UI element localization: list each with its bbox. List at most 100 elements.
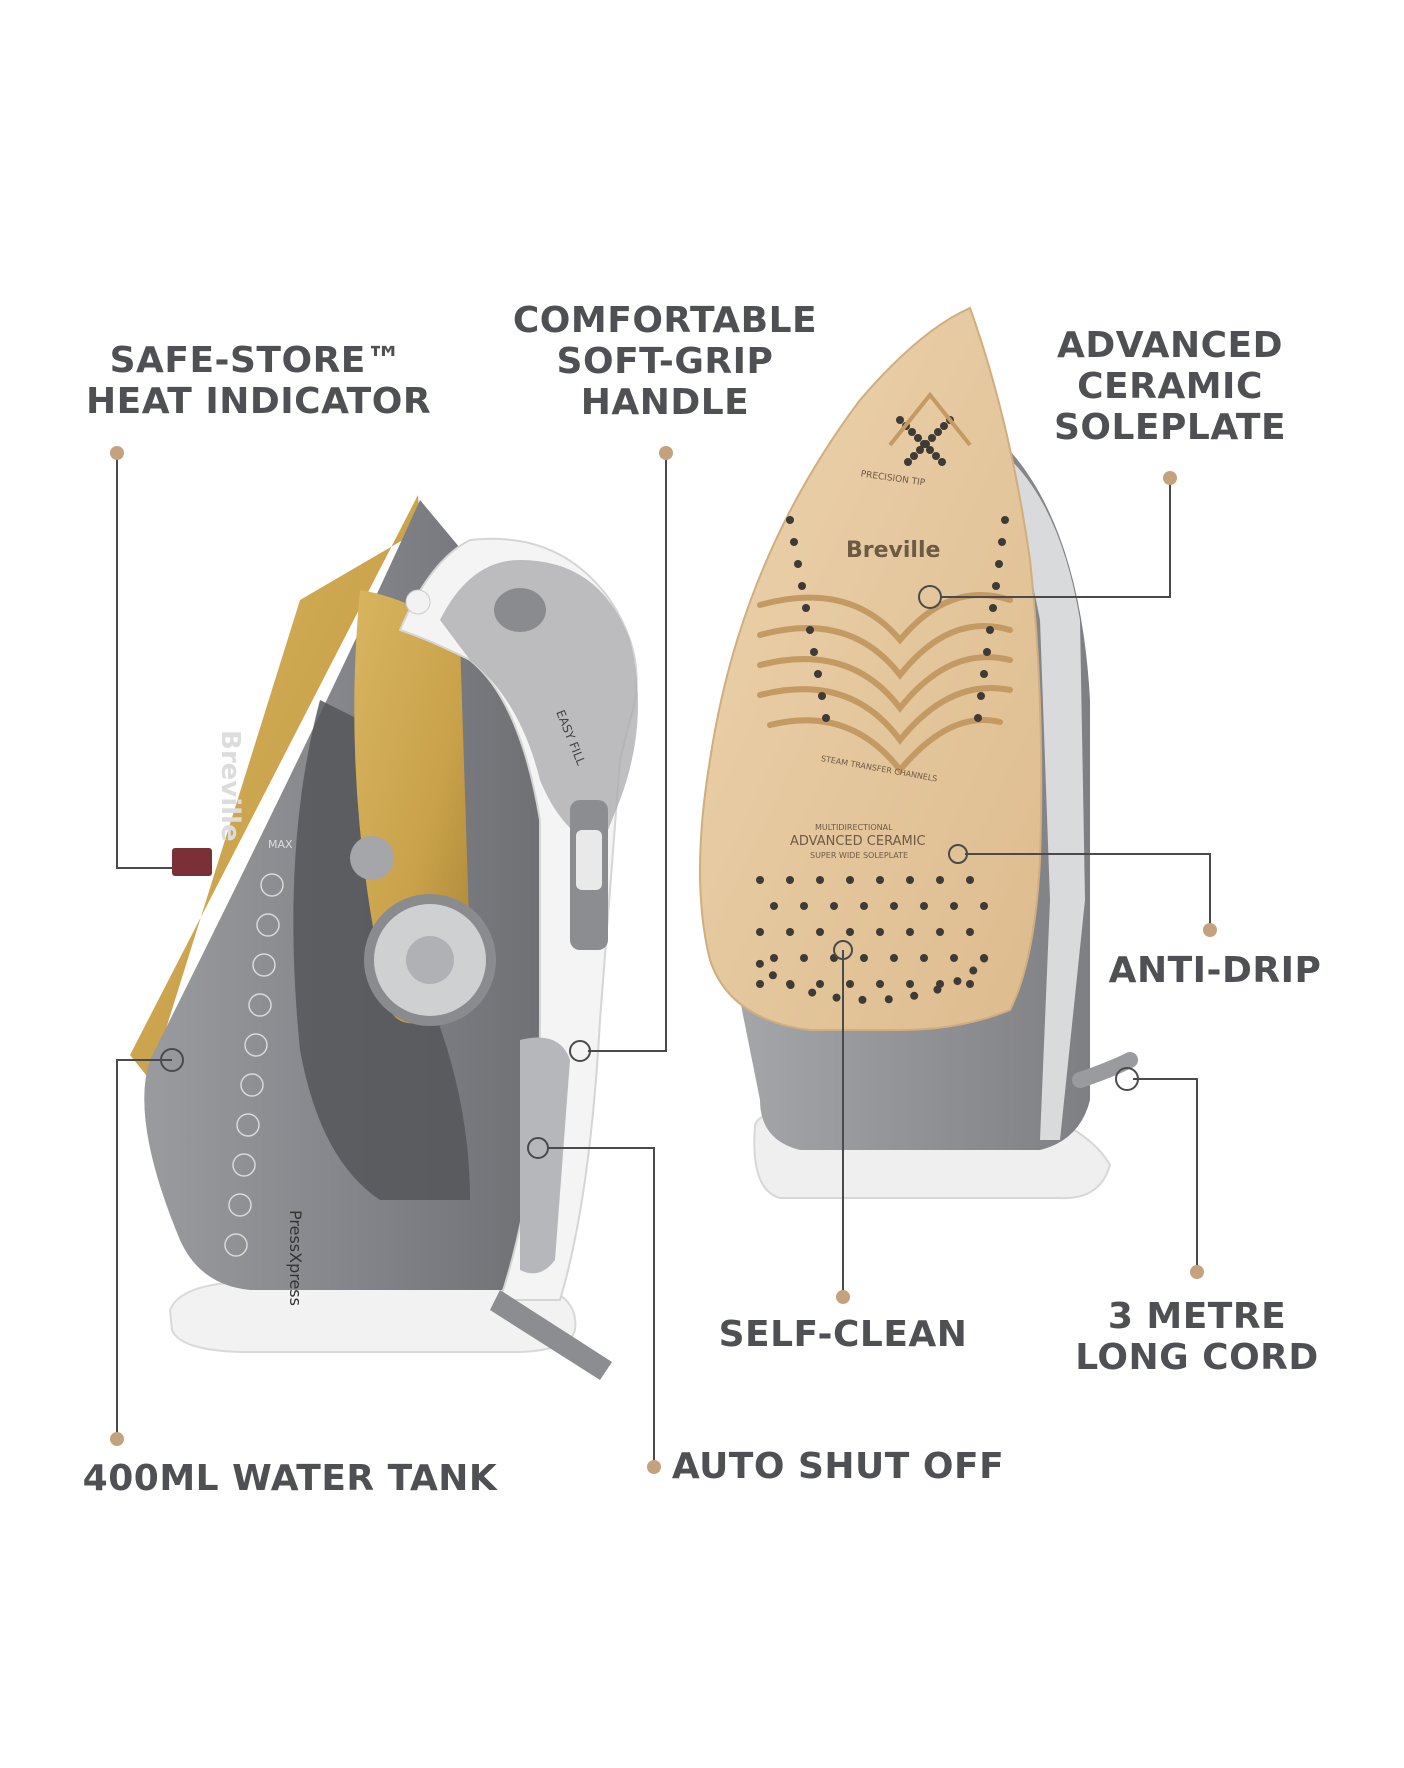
steam-hole	[860, 954, 868, 962]
right-iron-wide-text: SUPER WIDE SOLEPLATE	[810, 851, 908, 860]
steam-hole	[920, 954, 928, 962]
left-iron-steam-button	[350, 836, 394, 880]
callout-targets	[160, 585, 1139, 1159]
steam-hole	[786, 981, 795, 990]
right-iron-precision-tip	[888, 391, 972, 447]
callout-cord-line-1: 3 METRE	[1107, 1296, 1287, 1337]
steam-hole	[934, 428, 942, 436]
steam-hole	[816, 980, 824, 988]
callout-soft-grip-line-3: HANDLE	[580, 382, 750, 423]
steam-hole	[800, 902, 808, 910]
steam-hole	[890, 954, 898, 962]
callout-cord: 3 METRE LONG CORD	[1052, 1296, 1342, 1378]
callout-ceramic: ADVANCED CERAMIC SOLEPLATE	[1040, 325, 1300, 448]
steam-hole	[989, 604, 997, 612]
steam-hole	[890, 902, 898, 910]
steam-hole	[768, 971, 777, 980]
steam-hole	[786, 876, 794, 884]
callout-target-cord	[1115, 1067, 1139, 1091]
callout-line-shut-off	[548, 1147, 655, 1465]
callout-soft-grip-line-1: COMFORTABLE	[512, 300, 818, 341]
setting-icon	[232, 1153, 256, 1177]
steam-hole	[966, 980, 974, 988]
steam-hole	[940, 422, 948, 430]
steam-hole	[938, 458, 946, 466]
steam-hole	[756, 876, 764, 884]
steam-hole	[1001, 516, 1009, 524]
callout-line-tank	[116, 1059, 172, 1437]
steam-hole	[916, 446, 924, 454]
left-iron-brand: Breville	[215, 730, 245, 842]
left-iron-cord-guard	[490, 1290, 612, 1380]
steam-hole	[786, 516, 794, 524]
left-iron-model: PressXpress	[286, 1210, 305, 1306]
callout-shut-off-line-1: AUTO SHUT OFF	[671, 1446, 1005, 1487]
steam-hole	[860, 902, 868, 910]
steam-hole	[756, 980, 764, 988]
steam-hole	[770, 954, 778, 962]
left-iron-gold-plate	[130, 495, 420, 1080]
callout-tank-line-1: 400ML WATER TANK	[82, 1458, 498, 1499]
steam-hole	[936, 928, 944, 936]
callout-dot-soft-grip	[659, 446, 673, 460]
setting-icon	[260, 873, 284, 897]
callout-line-cord	[1133, 1078, 1198, 1270]
callout-safe-store: SAFE-STORE™ HEAT INDICATOR	[86, 340, 432, 422]
steam-hole	[802, 604, 810, 612]
callout-target-anti-drip	[948, 844, 968, 864]
steam-hole	[896, 416, 904, 424]
steam-hole	[992, 582, 1000, 590]
left-iron-heat-indicator	[172, 848, 212, 876]
callout-ceramic-line-3: SOLEPLATE	[1053, 407, 1287, 448]
setting-icon	[248, 993, 272, 1017]
right-iron-rim	[1000, 450, 1085, 1140]
setting-icon	[228, 1193, 252, 1217]
setting-icon	[244, 1033, 268, 1057]
steam-hole	[790, 538, 798, 546]
callout-dots	[110, 446, 1217, 1474]
steam-hole	[910, 991, 919, 1000]
steam-hole	[914, 434, 922, 442]
left-iron: Breville PressXpress EASY FILL MAX	[130, 495, 638, 1380]
steam-hole	[998, 538, 1006, 546]
right-iron: Breville PRECISION TIP STEAM TRANSFER CH…	[699, 306, 1138, 1200]
steam-hole	[920, 902, 928, 910]
steam-hole	[876, 980, 884, 988]
callout-anti-drip-line-1: ANTI-DRIP	[1108, 950, 1322, 991]
callout-tank: 400ML WATER TANK	[80, 1458, 500, 1499]
steam-hole	[806, 626, 814, 634]
steam-hole	[846, 980, 854, 988]
steam-hole	[816, 928, 824, 936]
steam-hole	[926, 446, 934, 454]
callout-safe-store-line-2: HEAT INDICATOR	[86, 381, 432, 422]
callout-self-clean-line-1: SELF-CLEAN	[718, 1314, 968, 1355]
callout-target-shut-off	[527, 1137, 549, 1159]
steam-hole	[977, 692, 985, 700]
steam-hole	[846, 876, 854, 884]
steam-hole	[906, 928, 914, 936]
steam-hole	[950, 902, 958, 910]
setting-icon	[240, 1073, 264, 1097]
steam-hole	[822, 714, 830, 722]
steam-hole	[814, 670, 822, 678]
callout-ceramic-line-1: ADVANCED	[1056, 325, 1284, 366]
steam-hole	[818, 692, 826, 700]
steam-hole	[830, 902, 838, 910]
left-iron-tank	[440, 560, 638, 850]
callout-dot-ceramic	[1163, 471, 1177, 485]
left-iron-dial-center	[406, 936, 454, 984]
steam-hole	[816, 876, 824, 884]
setting-icon	[256, 913, 280, 937]
steam-hole	[798, 582, 806, 590]
callout-soft-grip-line-2: SOFT-GRIP	[556, 341, 774, 382]
callout-line-anti-drip	[965, 853, 1211, 928]
steam-hole	[800, 954, 808, 962]
steam-hole	[846, 928, 854, 936]
steam-hole	[933, 985, 942, 994]
callout-dot-safe-store	[110, 446, 124, 460]
steam-hole	[986, 626, 994, 634]
steam-hole	[974, 714, 982, 722]
steam-hole	[810, 648, 818, 656]
steam-hole	[908, 428, 916, 436]
setting-icon	[236, 1113, 260, 1137]
